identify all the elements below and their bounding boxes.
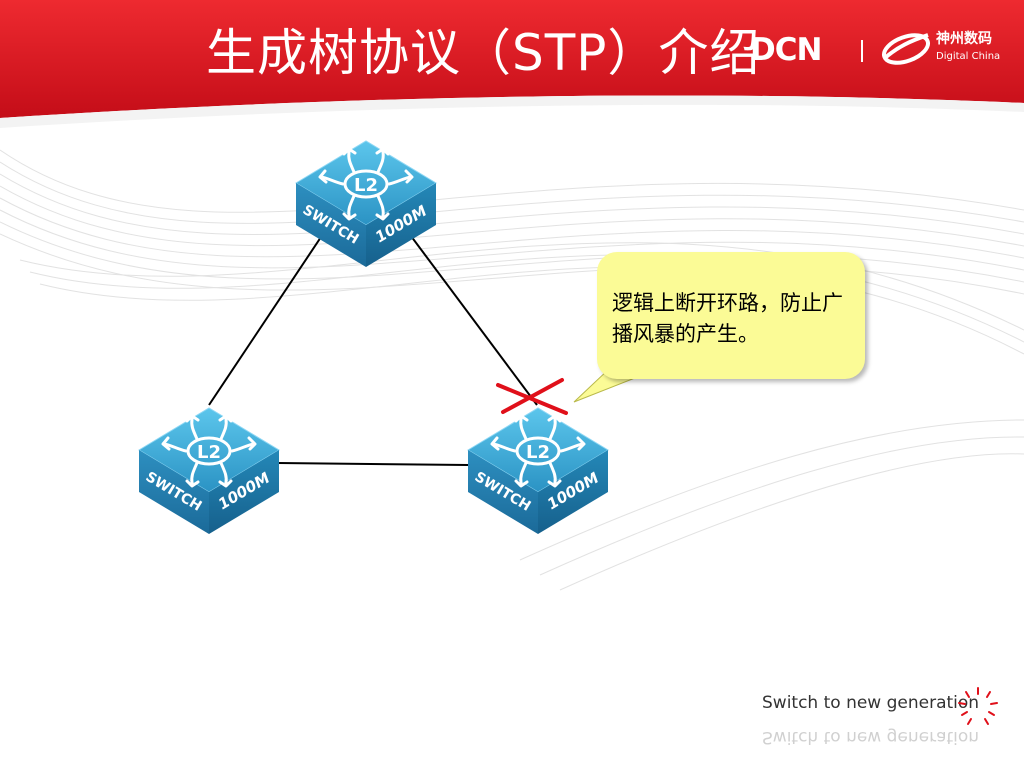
company-name-en: Digital China: [936, 51, 1001, 62]
switch-bottom-right: L2 SWITCH 1000M: [466, 406, 610, 536]
switch-top: L2 SWITCH 1000M: [294, 139, 438, 269]
callout-text: 逻辑上断开环路，防止广播风暴的产生。: [612, 291, 843, 346]
link-top-to-bottom-right: [404, 227, 538, 406]
switch-bottom-right-center-label: L2: [526, 442, 550, 463]
link-top-to-bottom-left: [208, 227, 328, 406]
sparkle-burst-icon: [958, 687, 998, 725]
switch-bottom-left-center-label: L2: [197, 442, 221, 463]
digital-china-logo-icon: [882, 33, 930, 65]
link-bottom-left-to-bottom-right: [277, 462, 469, 466]
header-band: [0, 0, 1024, 118]
callout-bubble: [597, 252, 865, 379]
dcn-logo: DCN: [750, 32, 822, 68]
company-name-cn: 神州数码: [936, 31, 992, 47]
swoosh-lines: [0, 149, 1024, 591]
footer-tagline: Switch to new generation: [762, 693, 980, 713]
slide-title: 生成树协议（STP）介绍: [206, 24, 761, 82]
brand-divider: [861, 40, 863, 62]
blocked-link-x-icon: [496, 378, 568, 415]
header-shine: [0, 95, 1024, 128]
footer-tagline-reflection: Switch to new generation: [762, 727, 980, 747]
switch-top-center-label: L2: [354, 175, 378, 196]
switch-bottom-left: L2 SWITCH 1000M: [137, 406, 281, 536]
